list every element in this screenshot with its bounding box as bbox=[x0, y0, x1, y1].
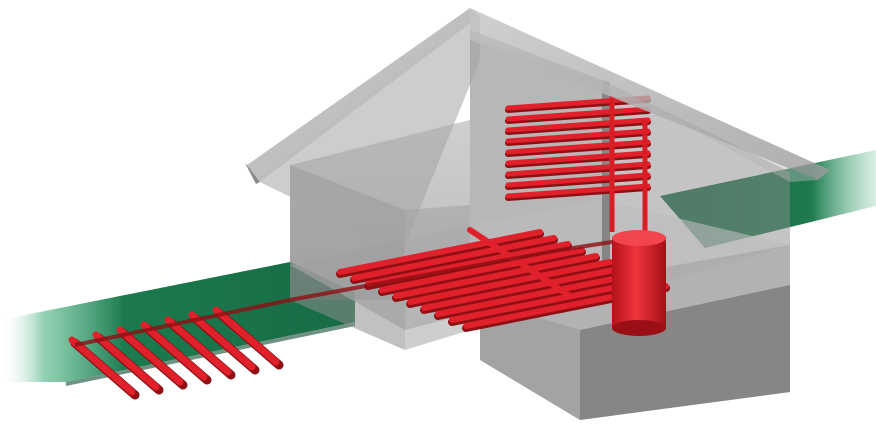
hot-water-tank-icon bbox=[612, 230, 666, 336]
